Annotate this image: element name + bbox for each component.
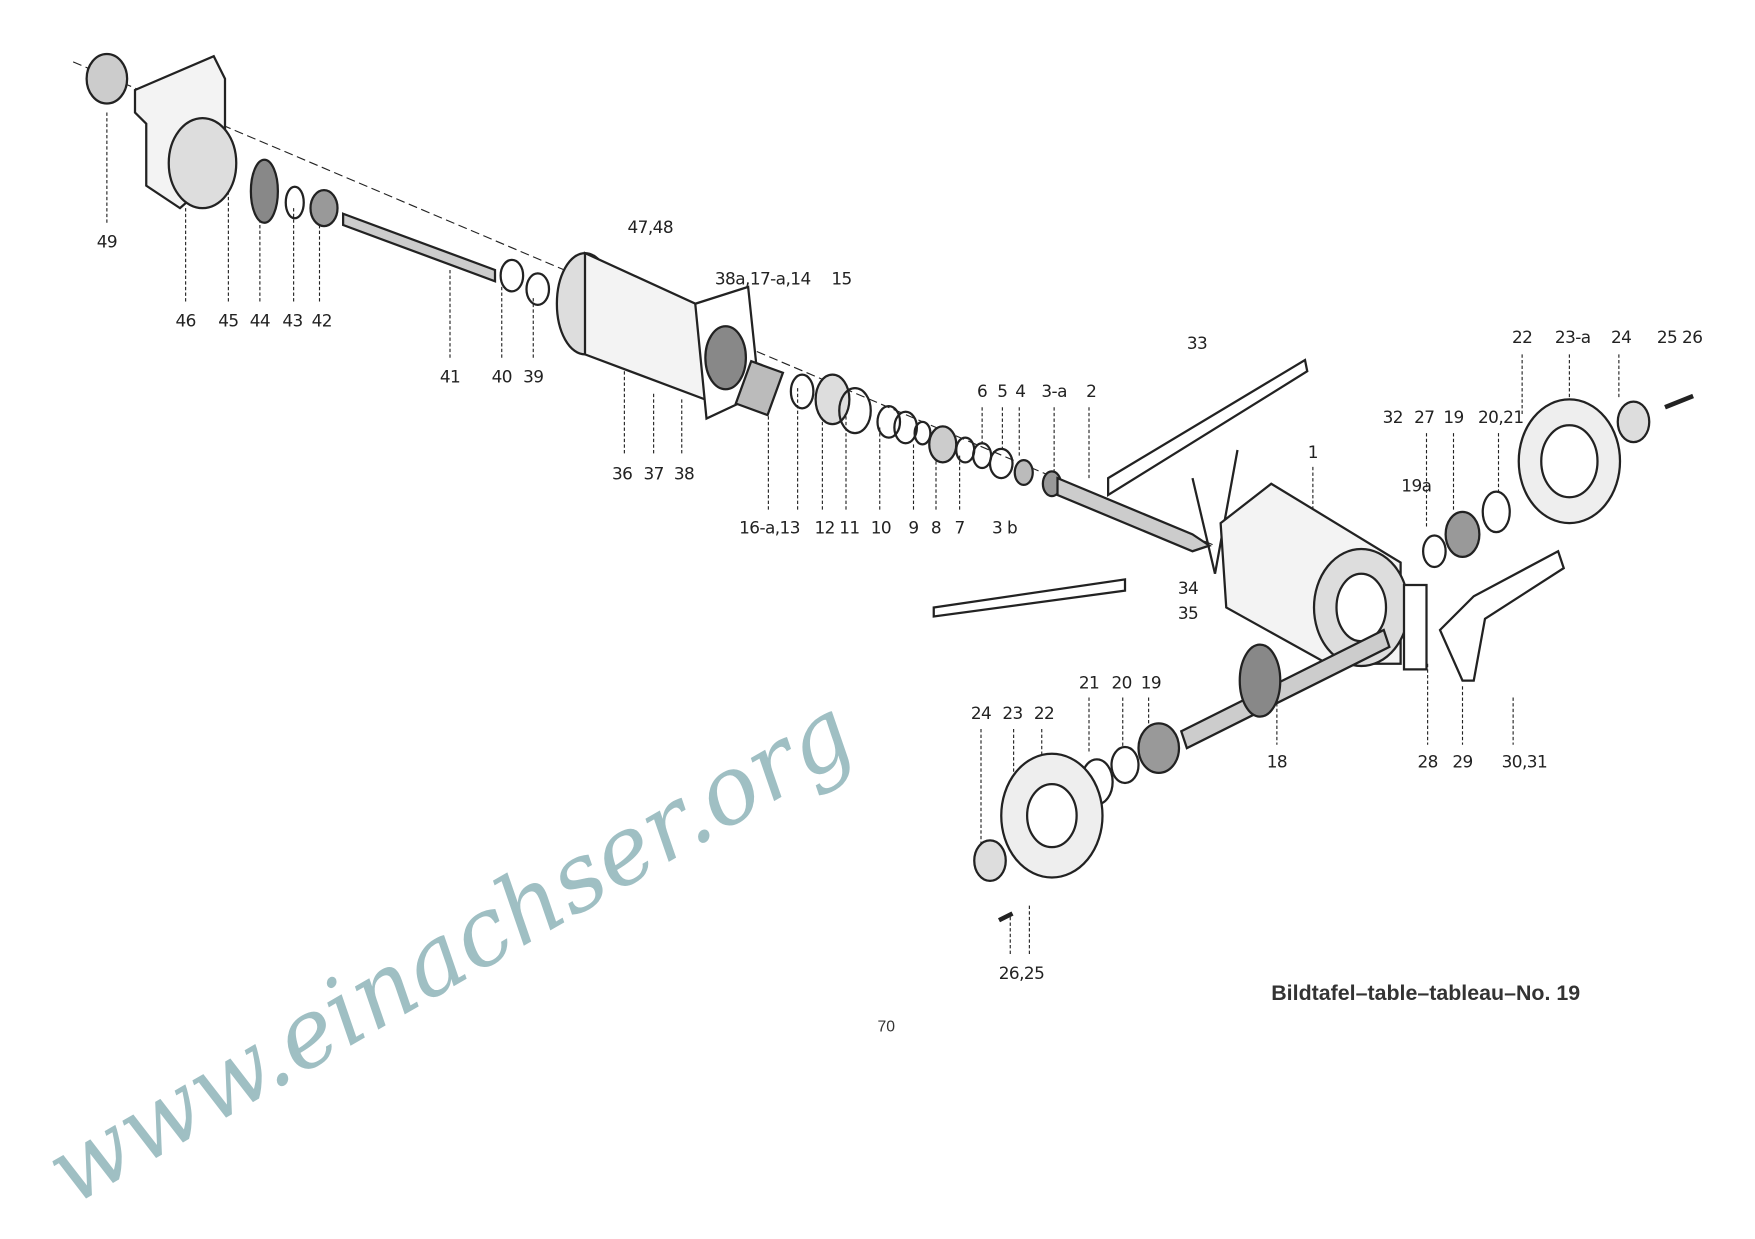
part-label: 26,25: [998, 963, 1045, 984]
part-label: 11: [839, 517, 860, 538]
part-label: 15: [831, 268, 852, 290]
part-label: 19: [1140, 672, 1162, 693]
part-label: 1: [1307, 442, 1319, 463]
part-label: 49: [96, 231, 118, 252]
gear-44: [249, 158, 279, 224]
part-label: 6: [977, 381, 988, 402]
part-label: 23: [1002, 703, 1023, 724]
part-label: 10: [870, 517, 892, 538]
part-label: 42: [311, 310, 333, 331]
part-label: 34: [1177, 578, 1199, 599]
part-label: 12: [814, 517, 835, 538]
part-label: 38: [673, 463, 695, 484]
part-label: 45: [218, 310, 239, 331]
part-label: 8: [930, 517, 942, 538]
part-label: 20,21: [1477, 407, 1524, 428]
part-label: 18: [1266, 751, 1288, 772]
part-label: 37: [643, 463, 664, 484]
pinion-shaft-2: [1056, 476, 1212, 553]
part-label: 28: [1417, 751, 1438, 772]
part-label: 27: [1414, 407, 1435, 428]
part-label: 30,31: [1501, 751, 1548, 772]
part-label: 33: [1186, 333, 1208, 354]
part-label: 4: [1015, 381, 1026, 402]
right-hub: [1422, 393, 1694, 569]
part-label: 21: [1078, 672, 1100, 693]
part-label: 29: [1452, 751, 1473, 772]
part-label: 22: [1511, 327, 1533, 348]
part-label: 40: [491, 366, 513, 387]
bracket-29: [1438, 549, 1566, 682]
shaft-41: [342, 212, 497, 283]
part-label: 20: [1111, 672, 1132, 693]
part-label: 36: [611, 463, 633, 484]
part-label: 19a: [1401, 475, 1432, 497]
part-label: 24: [1610, 327, 1632, 348]
part-label: 3-a: [1041, 381, 1067, 402]
part-label: 5: [997, 381, 1008, 402]
left-hub: [973, 628, 1391, 923]
leader-lines: [106, 112, 1620, 957]
part-label: 39: [523, 366, 544, 387]
part-label: 22: [1033, 703, 1055, 724]
part-label: 38a,17-a,14: [714, 268, 811, 290]
part-label: 43: [282, 310, 303, 331]
part-label: 41: [439, 366, 461, 387]
part-label: 7: [954, 517, 966, 538]
part-label: 32: [1382, 407, 1404, 428]
part-label: 24: [970, 703, 992, 724]
part-label: 25 26: [1656, 327, 1703, 348]
part-label: 16-a,13: [739, 517, 800, 538]
ring-stack: [734, 359, 1062, 498]
plate-caption: Bildtafel–table–tableau–No. 19: [1271, 982, 1581, 1006]
part-label: 19: [1443, 407, 1464, 428]
page-number: 70: [877, 1017, 896, 1035]
part-label: 44: [249, 310, 271, 331]
part-label: 9: [908, 517, 919, 538]
part-label: 23-a: [1554, 327, 1591, 348]
part-label: 2: [1086, 381, 1097, 402]
housing-46: [85, 52, 238, 210]
part-label: 46: [175, 310, 196, 331]
part-label: 3 b: [992, 517, 1018, 538]
part-label: 47,48: [627, 217, 674, 238]
frame-33: [932, 358, 1309, 618]
part-label: 35: [1177, 603, 1199, 624]
